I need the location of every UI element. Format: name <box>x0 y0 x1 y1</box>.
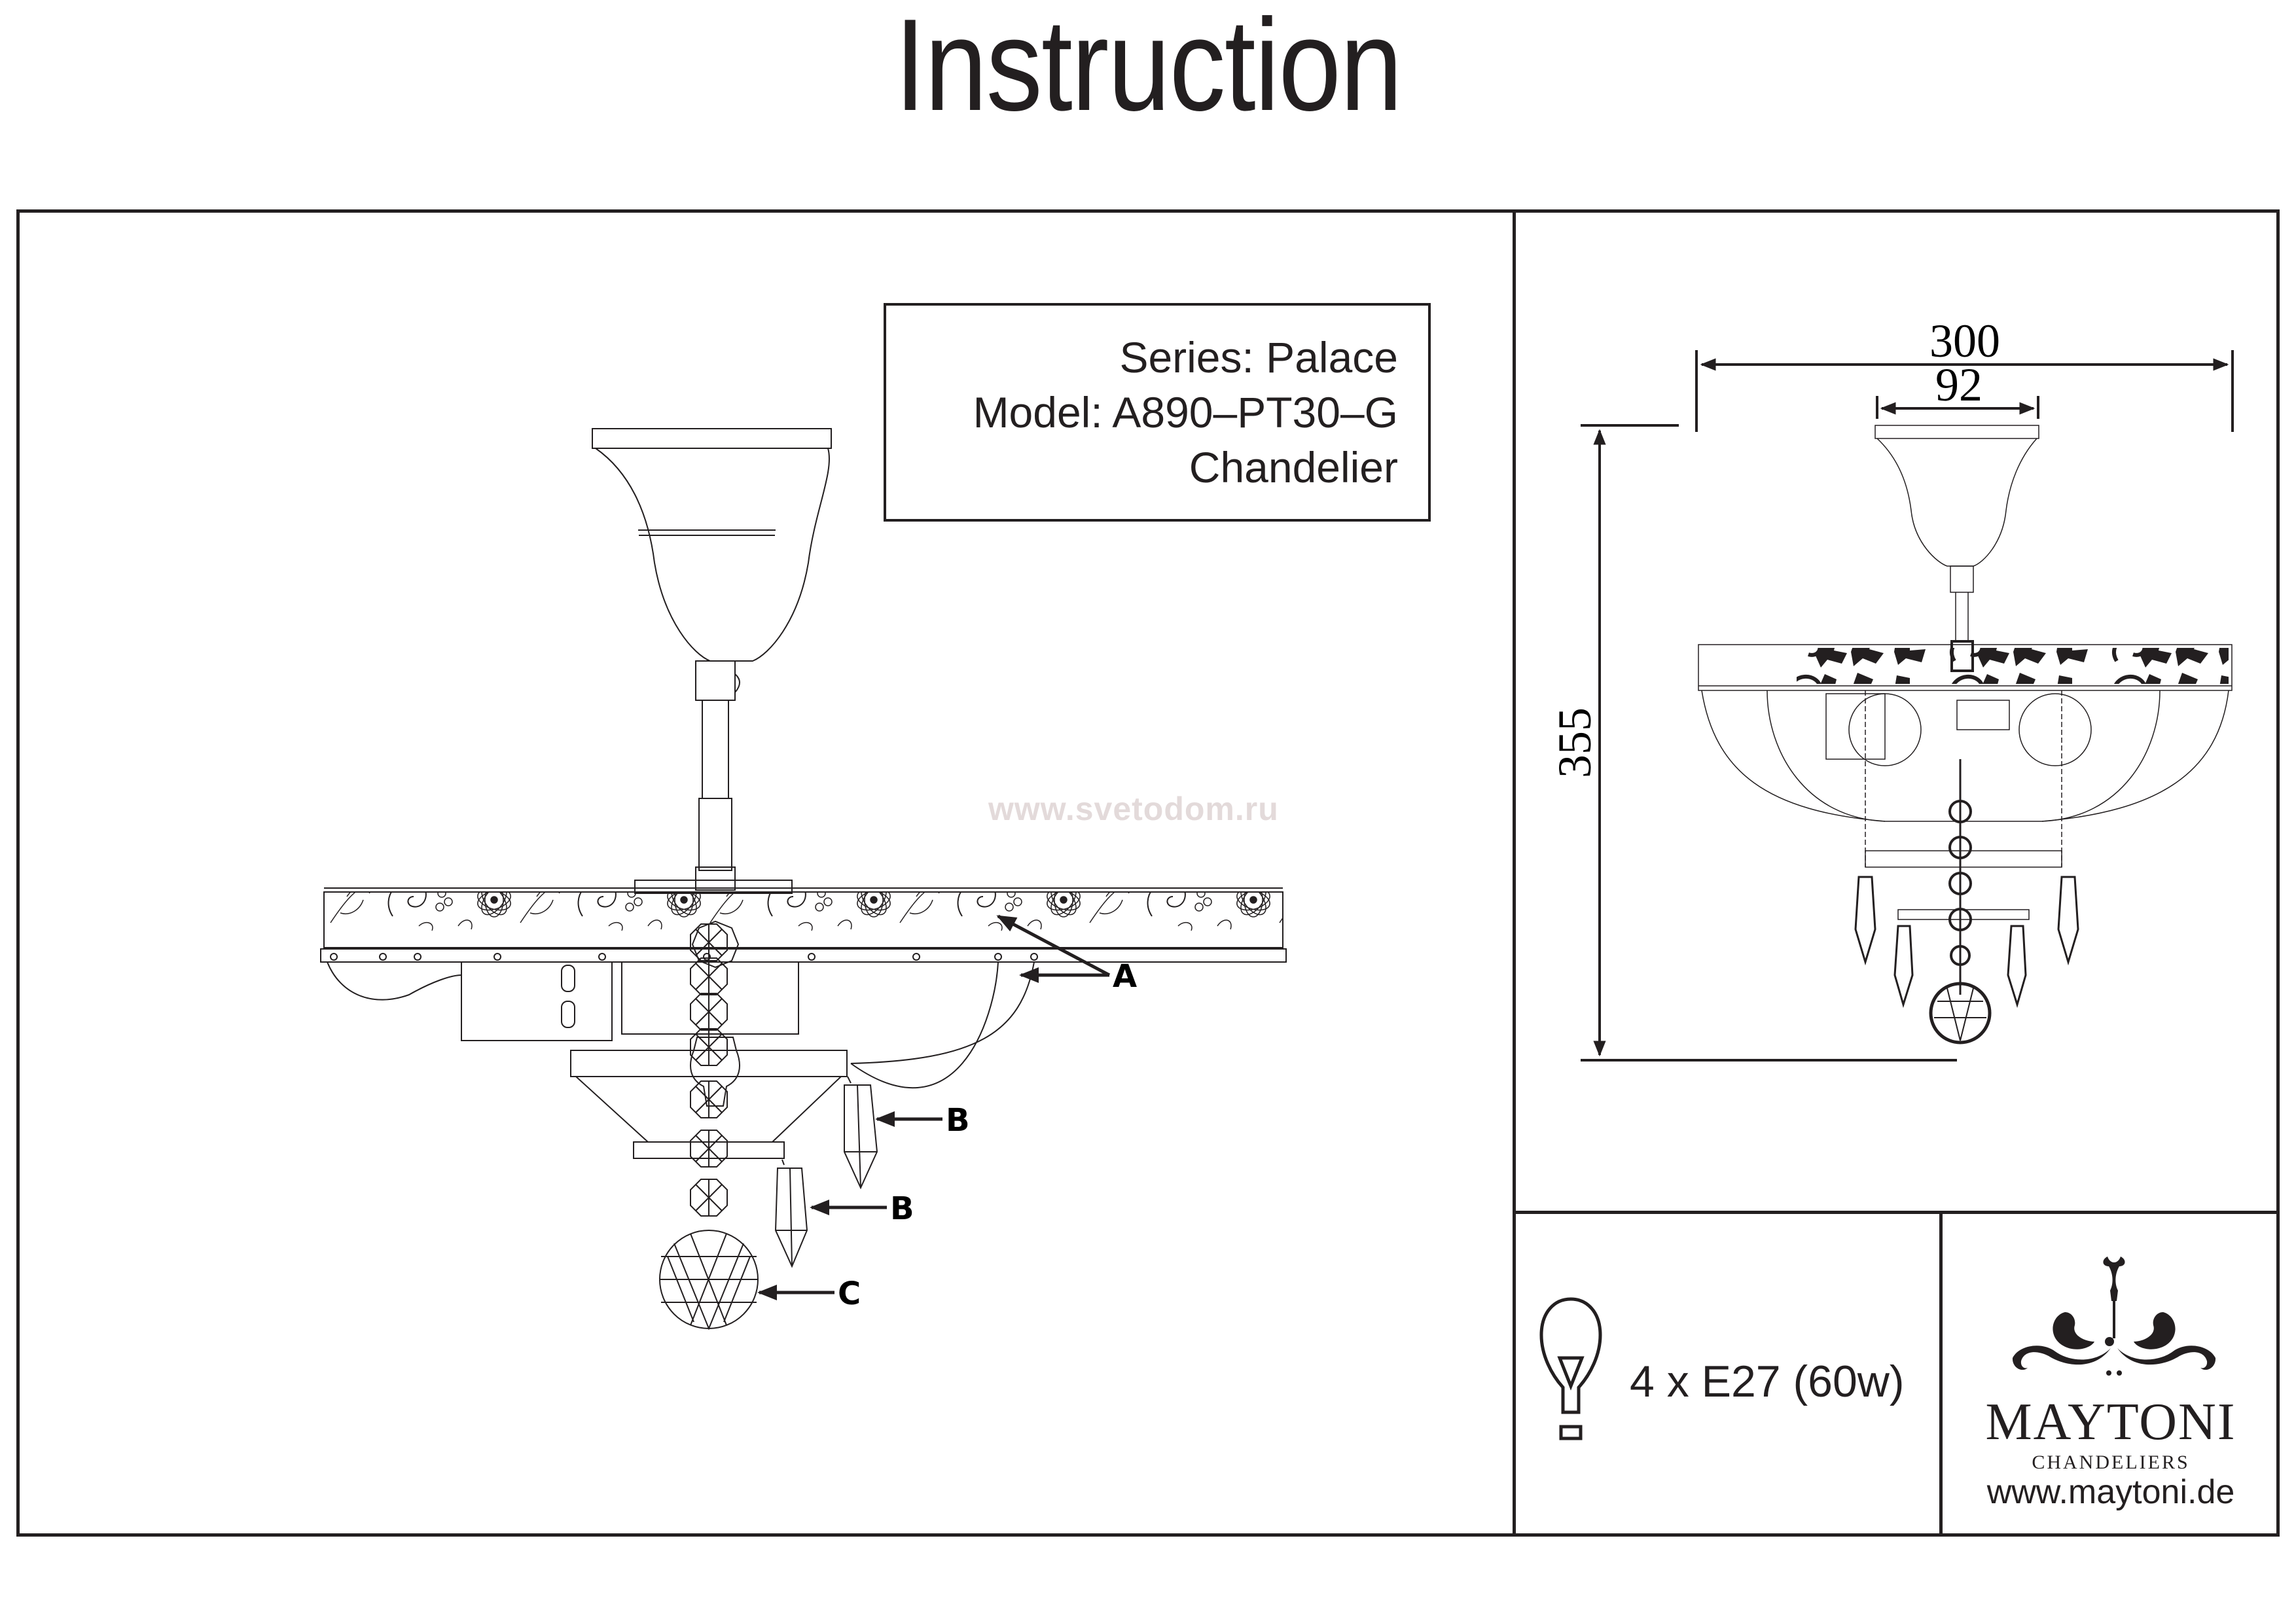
page-title: Instruction <box>894 0 1403 138</box>
frame-divider-horizontal <box>1513 1211 2276 1214</box>
dimension-drawing <box>1698 425 2233 920</box>
frame-divider-bottom <box>1939 1211 1943 1537</box>
canopy-plate <box>592 428 832 449</box>
crystal-strand <box>691 920 740 969</box>
drawing-frame <box>16 209 2280 1537</box>
glass-shade-outer <box>850 961 1035 1064</box>
callout-a-label: A <box>1113 958 1137 995</box>
socket-box-center <box>621 961 799 1035</box>
callout-b2-label: B <box>890 1190 914 1227</box>
callout-b1-label: B <box>946 1102 970 1139</box>
dim-height-355: 355 <box>1549 707 1601 778</box>
chain-left <box>561 965 575 1028</box>
drop-crystal-upper <box>844 1076 878 1190</box>
watermark: www.svetodom.ru <box>988 791 1279 827</box>
finial <box>690 1037 740 1107</box>
stem-coupling <box>695 660 736 701</box>
decorative-band <box>323 891 1283 948</box>
frame-divider-vertical <box>1513 209 1516 1537</box>
product-info-box: Series: Palace Model: A890–PT30–G Chande… <box>884 303 1431 522</box>
band-rim <box>320 948 1287 963</box>
drop-crystal-lower <box>774 1159 808 1268</box>
brand-url[interactable]: www.maytoni.de <box>1986 1473 2235 1511</box>
ball-crystal <box>659 1230 759 1330</box>
model-label: Model: A890–PT30–G <box>973 388 1398 437</box>
brand-tagline: CHANDELIERS <box>2032 1452 2190 1473</box>
canopy-cup <box>595 448 831 662</box>
dimension-crystal-strand <box>1854 759 2079 1044</box>
octagon-crystals <box>690 923 728 1217</box>
brand-name: MAYTONI <box>1985 1393 2236 1451</box>
callout-a-arrow-1 <box>996 914 1111 977</box>
dim-width-92: 92 <box>1935 359 1982 411</box>
dim-width-300: 300 <box>1929 315 2000 367</box>
series-label: Series: Palace <box>1119 333 1398 382</box>
socket-box-left <box>461 961 613 1041</box>
glass-arm-left <box>327 961 462 1001</box>
glass-shade-inner <box>850 961 999 1089</box>
maytoni-ornament-logo-icon <box>2012 1257 2216 1376</box>
stem-nut <box>695 866 736 891</box>
lamp-spec: 4 x E27 (60w) <box>1630 1357 1905 1406</box>
callout-c-label: C <box>838 1275 861 1312</box>
band-rivets <box>330 953 1038 961</box>
product-type-label: Chandelier <box>1189 443 1398 491</box>
light-bulb-icon <box>1539 1297 1602 1440</box>
